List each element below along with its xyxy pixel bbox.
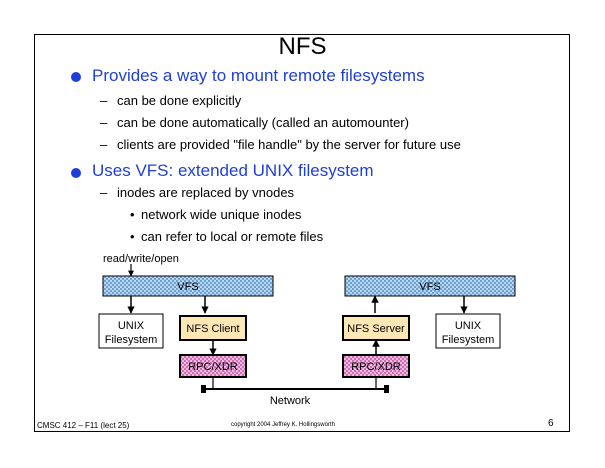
subitem-1-3: clients are provided "file handle" by th… <box>117 137 461 152</box>
rpc-right-label: RPC/XDR <box>351 361 401 373</box>
nfs-client-label: NFS Client <box>186 323 239 335</box>
subsubitem-2: can refer to local or remote files <box>141 229 324 244</box>
vfs-left-label: VFS <box>177 281 198 293</box>
bullet-1: Provides a way to mount remote filesyste… <box>92 66 425 85</box>
dash-icon: – <box>100 115 108 130</box>
unix-right-line2: Filesystem <box>442 334 495 346</box>
small-bullet-icon: • <box>130 207 135 222</box>
page-number: 6 <box>548 418 554 429</box>
slide-title: NFS <box>278 33 327 60</box>
vfs-right-box <box>344 275 516 297</box>
small-bullet-icon: • <box>130 229 135 244</box>
unix-left-line2: Filesystem <box>105 334 158 346</box>
unix-left-box <box>98 313 164 349</box>
footer-course: CMSC 412 – F11 (lect 25) <box>37 421 130 430</box>
vfs-right-label: VFS <box>419 281 440 293</box>
vfs-left-box <box>102 275 274 297</box>
unix-left-line1: UNIX <box>118 320 145 332</box>
subitem-1-1: can be done explicitly <box>117 93 242 108</box>
nfs-server-label: NFS Server <box>347 323 405 335</box>
subsubitem-1: network wide unique inodes <box>141 207 302 222</box>
bullet-dot-icon <box>71 72 81 82</box>
network-label: Network <box>270 395 311 407</box>
network-endcap-left <box>201 385 206 393</box>
dash-icon: – <box>100 185 108 200</box>
rw-label: read/write/open <box>103 253 179 265</box>
dash-icon: – <box>100 93 108 108</box>
dash-icon: – <box>100 137 108 152</box>
footer-copyright: copyright 2004 Jeffrey K. Hollingsworth <box>231 422 335 428</box>
subitem-1-2: can be done automatically (called an aut… <box>117 115 409 130</box>
nfs-server-box <box>342 315 410 341</box>
nfs-client-box <box>179 315 247 341</box>
unix-right-box <box>435 313 501 349</box>
bullet-dot-icon <box>71 168 81 178</box>
rpc-left-label: RPC/XDR <box>188 361 238 373</box>
subitem-2-1: inodes are replaced by vnodes <box>117 185 295 200</box>
unix-right-line1: UNIX <box>455 320 482 332</box>
network-endcap-right <box>384 385 389 393</box>
bullet-2: Uses VFS: extended UNIX filesystem <box>92 161 374 180</box>
slide-frame <box>34 34 570 432</box>
